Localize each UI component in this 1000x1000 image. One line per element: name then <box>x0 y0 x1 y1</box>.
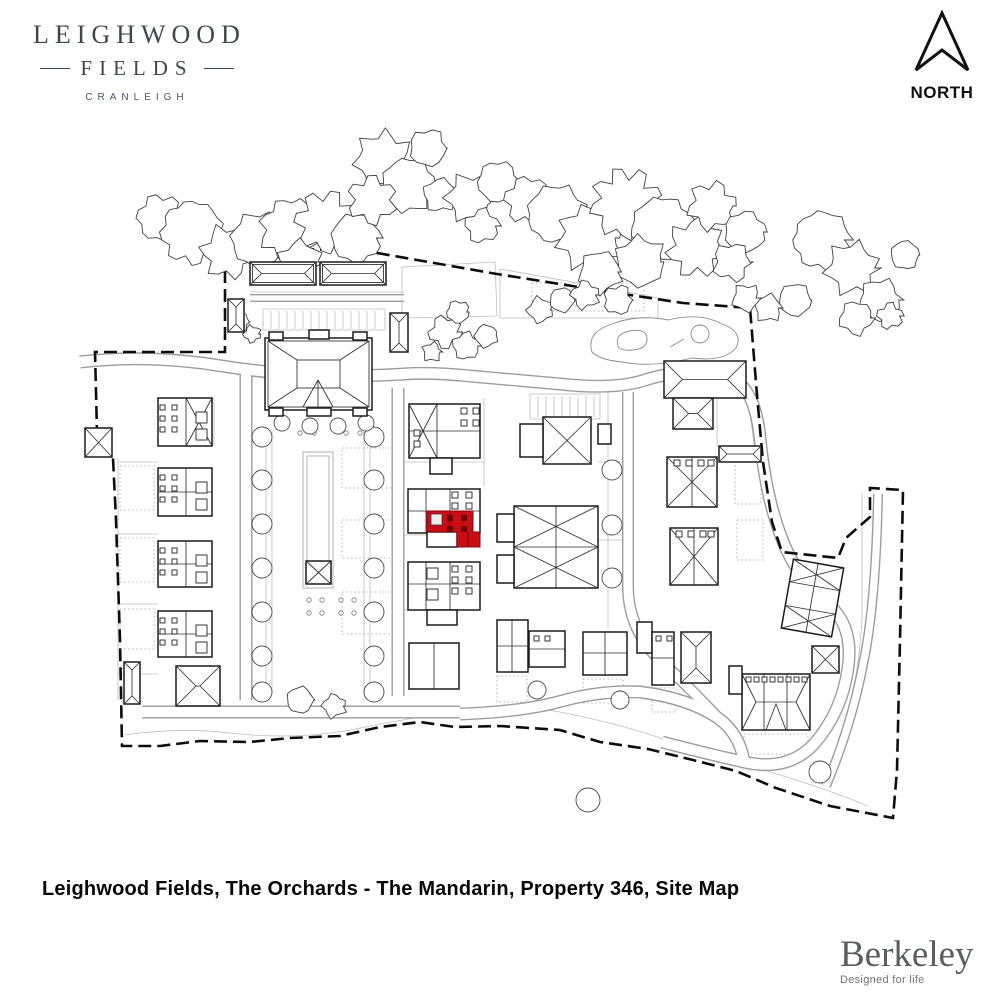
site-boundary <box>93 246 905 820</box>
north-label: NORTH <box>910 83 974 102</box>
map-caption: Leighwood Fields, The Orchards - The Man… <box>42 878 740 900</box>
logo-line2-wrap: FIELDS <box>33 56 241 81</box>
highlighted-property-346 <box>426 510 481 548</box>
berkeley-brand: Berkeley <box>840 934 974 975</box>
logo-rule-right <box>203 68 234 69</box>
berkeley-tagline: Designed for life <box>840 974 925 986</box>
north-arrow-icon <box>914 9 970 72</box>
logo-rule-left <box>40 68 71 69</box>
logo-line3: CRANLEIGH <box>85 92 189 103</box>
berkeley-logo: Berkeley Designed for life <box>840 936 974 986</box>
logo-line1: LEIGHWOOD <box>33 20 246 49</box>
brand-logo: LEIGHWOOD FIELDS CRANLEIGH <box>33 20 241 103</box>
north-indicator: NORTH <box>890 9 994 103</box>
logo-line2: FIELDS <box>80 56 194 80</box>
